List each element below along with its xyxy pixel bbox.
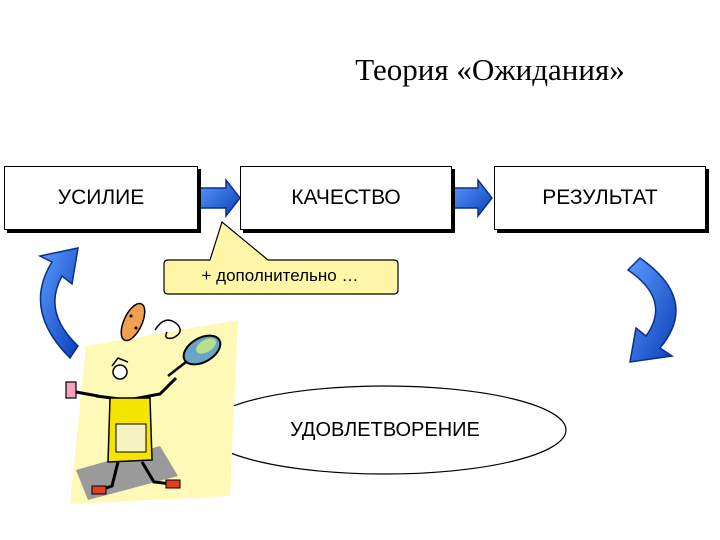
effort-box: УСИЛИЕ [4,166,198,230]
effort-label: УСИЛИЕ [57,186,145,209]
callout-label: + дополнительно … [201,266,359,285]
quality-box: КАЧЕСТВО [240,166,452,230]
satisfaction-label: УДОВЛЕТВОРЕНИЕ [290,418,480,441]
arrow-right-icon [453,177,493,219]
callout-balloon [163,220,399,295]
quality-label: КАЧЕСТВО [291,186,401,209]
cook-clipart [65,302,238,504]
arrow-right-icon [199,177,241,219]
curved-arrow-up-icon [37,247,79,360]
result-box: РЕЗУЛЬТАТ [494,166,706,230]
diagram-title: Теория «Ожидания» [355,52,625,87]
result-label: РЕЗУЛЬТАТ [542,186,658,209]
curved-arrow-down-icon [626,257,677,363]
